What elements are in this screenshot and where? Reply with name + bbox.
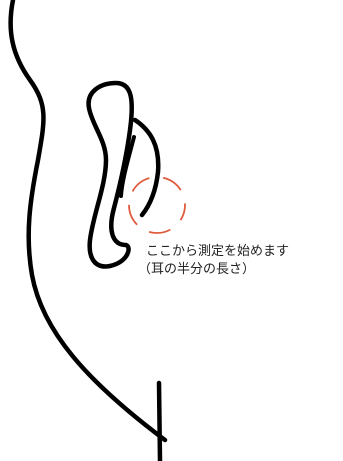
- ear-inner-stroke: [119, 135, 136, 198]
- caption-line-2: （耳の半分の長さ）: [138, 262, 256, 277]
- measurement-caption: ここから測定を始めます （耳の半分の長さ）: [138, 243, 338, 279]
- ear-inner-curve: [132, 117, 161, 218]
- caption-line-1: ここから測定を始めます: [146, 244, 290, 259]
- measurement-start-marker: [128, 176, 186, 234]
- neck-line: [156, 380, 163, 461]
- head-outline: [8, 0, 168, 443]
- ear-outer-outline: [86, 80, 134, 269]
